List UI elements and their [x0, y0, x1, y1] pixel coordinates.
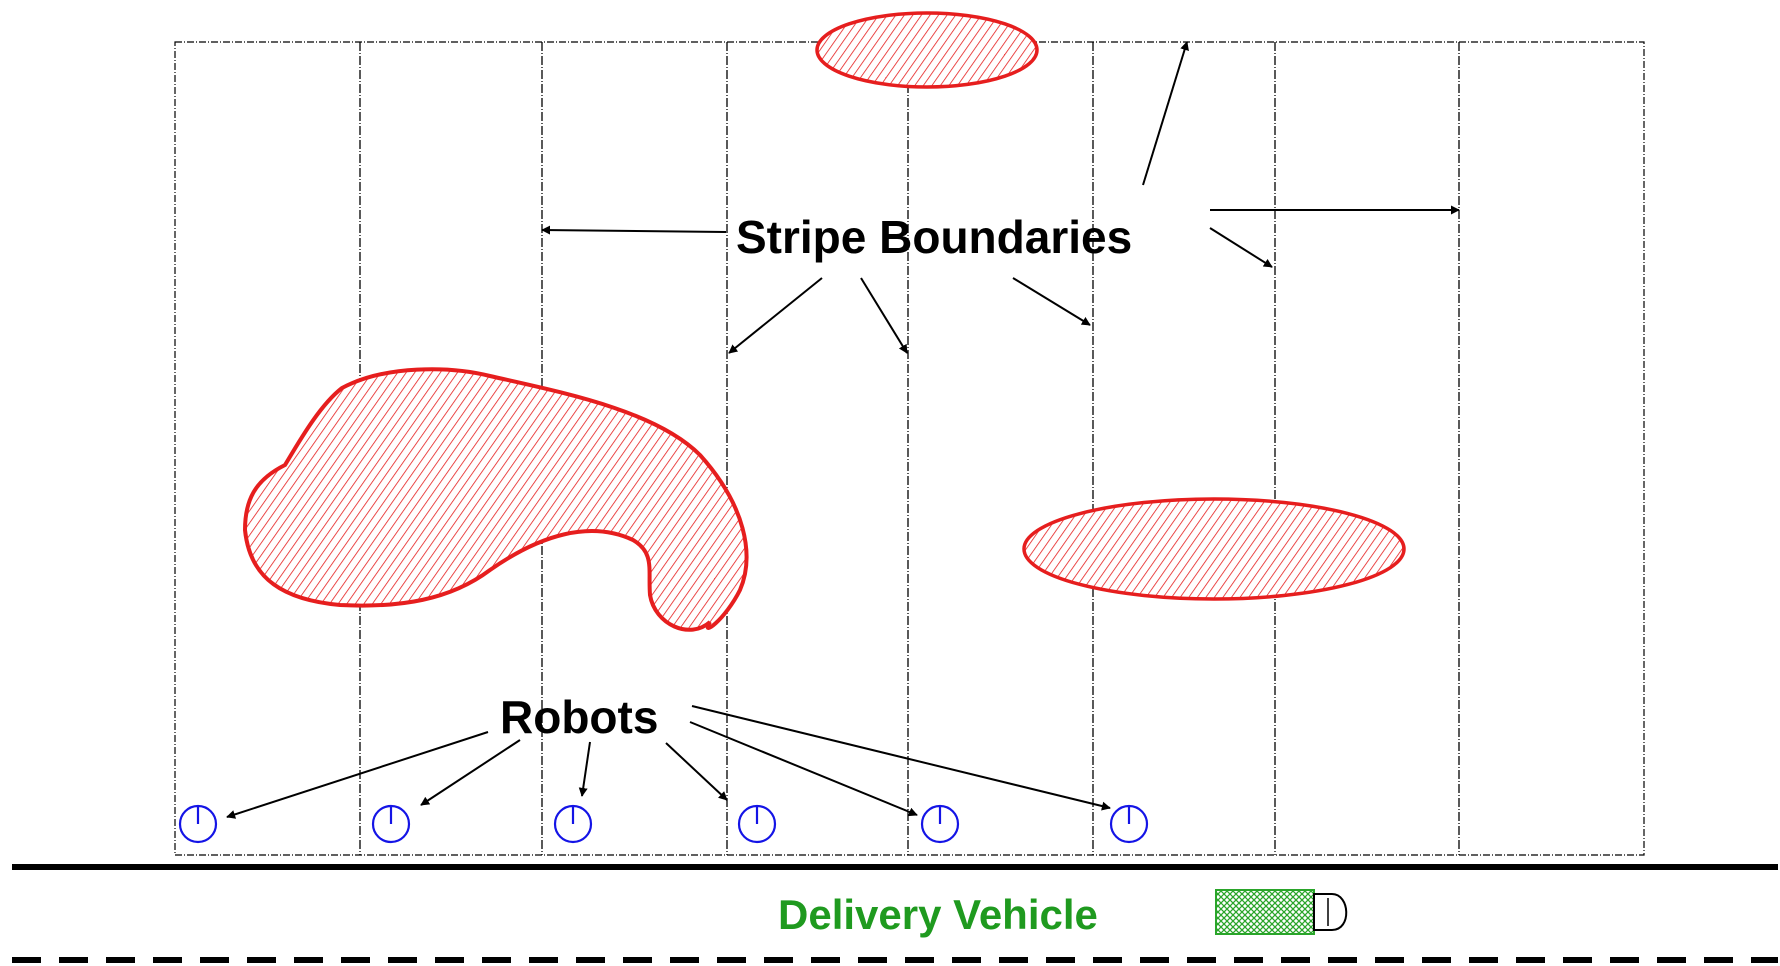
pointer-arrow — [541, 225, 727, 235]
robot-icon — [553, 804, 593, 844]
delivery-vehicle-icon — [1215, 889, 1348, 935]
pointer-arrow — [689, 721, 918, 817]
stripe-boundaries-label: Stripe Boundaries — [736, 211, 1132, 263]
pointer-arrow — [691, 705, 1111, 811]
pointer-arrow — [1142, 41, 1189, 186]
stripe-boundary-arrows — [541, 41, 1460, 354]
robot-icon — [737, 804, 777, 844]
pointer-arrow — [860, 277, 908, 354]
obstacle-top-ellipse — [815, 11, 1039, 89]
robots-label: Robots — [500, 691, 658, 743]
pointer-arrow — [728, 277, 823, 354]
pointer-arrow — [1012, 277, 1091, 326]
robot-icon — [1109, 804, 1149, 844]
pointer-arrow — [420, 739, 521, 806]
pointer-arrow — [1209, 227, 1273, 268]
pointer-arrow — [578, 741, 591, 797]
robot-icon — [371, 804, 411, 844]
obstacle-right-ellipse — [1022, 497, 1406, 601]
obstacle-crescent — [242, 367, 749, 632]
robot-icon — [920, 804, 960, 844]
delivery-vehicle-label: Delivery Vehicle — [778, 891, 1098, 938]
robot-arrows — [226, 705, 1111, 819]
pointer-arrow — [226, 731, 489, 819]
pointer-arrow — [665, 742, 728, 801]
robot-icon — [178, 804, 218, 844]
robots — [178, 804, 1149, 844]
